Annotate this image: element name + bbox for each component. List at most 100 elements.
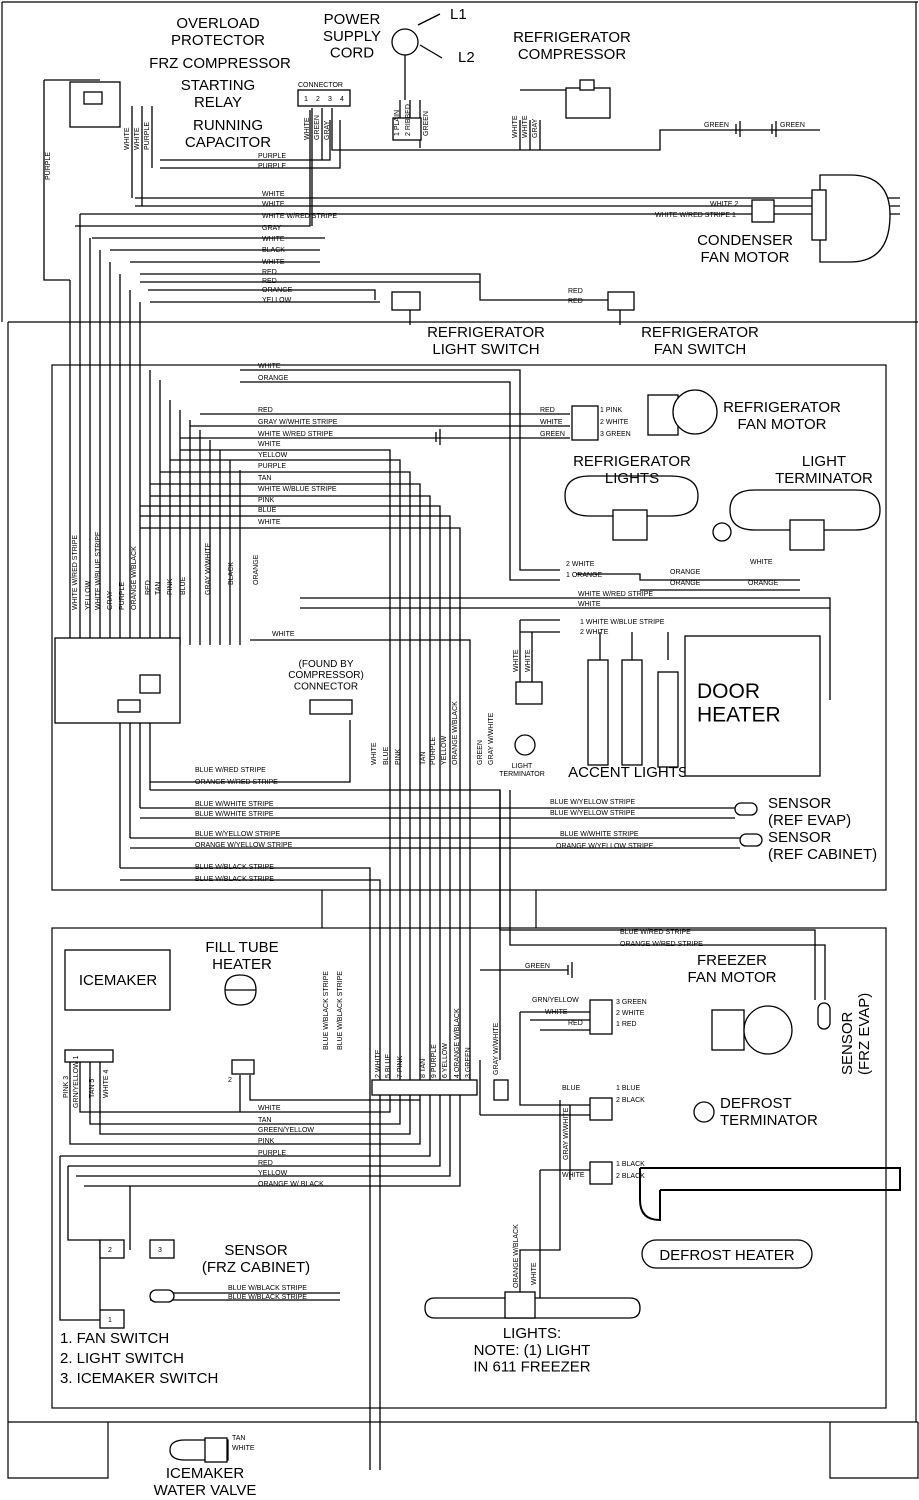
connector-pin-label: 2 <box>316 96 320 103</box>
wire-label: GRAY <box>107 590 114 610</box>
wire-label: WHITE <box>258 1105 281 1112</box>
wire-label: WHITE <box>262 201 285 208</box>
connector-title: CONNECTOR <box>298 82 343 89</box>
wire-label: RED <box>262 278 277 285</box>
wire-label: 1 BLACK <box>616 1161 645 1168</box>
wire-label: ORANGE <box>262 287 293 294</box>
wire-label: PINK <box>167 578 174 595</box>
wire-label: WHITE W/RED STRIPE <box>578 591 653 598</box>
icemaker-box <box>64 949 171 1011</box>
wire-label: YELLOW <box>262 297 292 304</box>
wire-label: TAN <box>232 1435 245 1442</box>
wire-label: YELLOW <box>258 452 288 459</box>
wire-label: GREEN <box>477 740 484 765</box>
wire-label: BLUE <box>180 576 187 595</box>
wire-label: PINK 3 <box>63 1076 70 1098</box>
wire-label: RED <box>568 288 583 295</box>
wire-label: 2 BLACK <box>616 1173 645 1180</box>
wire-label: RED <box>540 407 555 414</box>
switch-number-label: 3 <box>158 1247 162 1254</box>
wire-label: ORANGE W/ BLACK <box>258 1181 324 1188</box>
wire-label: WHITE 2 <box>710 201 738 208</box>
light-switch-icon <box>391 291 421 311</box>
wire-label: 1 BLUE <box>616 1085 640 1092</box>
wire-label: WHITE 4 <box>103 1070 110 1098</box>
wire-label: TAN <box>258 475 271 482</box>
wire-label: YELLOW <box>441 735 448 765</box>
ground-icon <box>567 962 573 978</box>
wire-label: BLUE W/BLACK STRIPE <box>337 971 344 1050</box>
wire-label: BLACK <box>262 247 285 254</box>
wire-label: WHITE <box>232 1445 255 1452</box>
cord-wire-label: 1 PLAIN <box>394 110 401 136</box>
wire-label: WHITE W/RED STRIPE 1 <box>655 212 736 219</box>
wire-label: RED <box>258 407 273 414</box>
legend-item: 2. LIGHT SWITCH <box>60 1350 184 1367</box>
wire-label: PURPLE <box>144 122 151 150</box>
ref-fan-motor-labels: RED WHITE GREEN 1 PINK 2 WHITE 3 GREEN <box>540 407 631 438</box>
l2-label: L2 <box>458 49 475 66</box>
wire-label: BLUE W/YELLOW STRIPE <box>550 810 636 817</box>
legend: 1. FAN SWITCH 2. LIGHT SWITCH 3. ICEMAKE… <box>60 1330 218 1387</box>
connector-pins: 1 2 3 4 <box>304 96 344 103</box>
wire-label: 5 BLUE <box>385 1054 392 1078</box>
wire-label: GRAY <box>324 120 331 140</box>
freezer-connector <box>371 1079 509 1101</box>
wire-label: ORANGE W/RED STRIPE <box>195 779 278 786</box>
cord-wire-label: 2 RIBBED <box>405 104 412 136</box>
wire-label: WHITE <box>522 115 529 138</box>
power-plug-icon <box>391 28 419 56</box>
wire-label: WHITE <box>545 1009 568 1016</box>
wire-label: WHITE <box>262 236 285 243</box>
wire-label: ORANGE <box>258 375 289 382</box>
icemaker-pin-labels: PINK 3 GRN/YELLOW 1 TAN 5 WHITE 4 <box>63 1055 110 1108</box>
wire-label: GRAY W/WHITE <box>563 1107 570 1160</box>
compressor-connector: CONNECTOR 1 2 3 4 <box>297 82 351 107</box>
connector-pin-label: 1 <box>304 96 308 103</box>
wire-label: ORANGE <box>670 580 701 587</box>
wire-label: WHITE <box>525 649 532 672</box>
wire-label: WHITE W/RED STRIPE <box>262 213 337 220</box>
wire-label: 1 PINK <box>600 407 623 414</box>
wire-label: BLUE W/BLACK STRIPE <box>195 864 274 871</box>
wire-label: WHITE <box>262 259 285 266</box>
light-switch-2-icon <box>99 1239 125 1259</box>
wire-label: BLUE W/WHITE STRIPE <box>195 801 274 808</box>
wire-label: GREEN/YELLOW <box>258 1127 314 1134</box>
sensor-ref-evap-label: SENSOR(REF EVAP) <box>768 795 851 829</box>
frz-cabinet-switches: 2 3 1 SENSOR(FRZ CABINET) <box>99 1239 310 1329</box>
wire-label: WHITE W/RED STRIPE <box>258 431 333 438</box>
wire-label: RED <box>262 269 277 276</box>
cord-wire-label: GREEN <box>423 111 430 136</box>
wire-label: 1 RED <box>616 1021 637 1028</box>
wire-label: PURPLE <box>258 1150 286 1157</box>
wire-label: RED <box>145 580 152 595</box>
wire-label: YELLOW <box>85 580 92 610</box>
wire-label: BLUE <box>562 1085 581 1092</box>
wire-label: BLUE W/BLACK STRIPE <box>228 1285 307 1292</box>
wire-label: PINK <box>395 748 402 765</box>
wire-label: 9 PURPLE <box>431 1044 438 1078</box>
wire-label: PINK <box>258 497 275 504</box>
sensor-ref-cabinet-label: SENSOR(REF CABINET) <box>768 829 877 863</box>
freezer-bus-labels: WHITE TAN GREEN/YELLOW PINK PURPLE RED Y… <box>228 1105 538 1452</box>
wire-labels: PURPLE PURPLE WHITE WHITE WHITE W/RED ST… <box>45 115 805 1452</box>
